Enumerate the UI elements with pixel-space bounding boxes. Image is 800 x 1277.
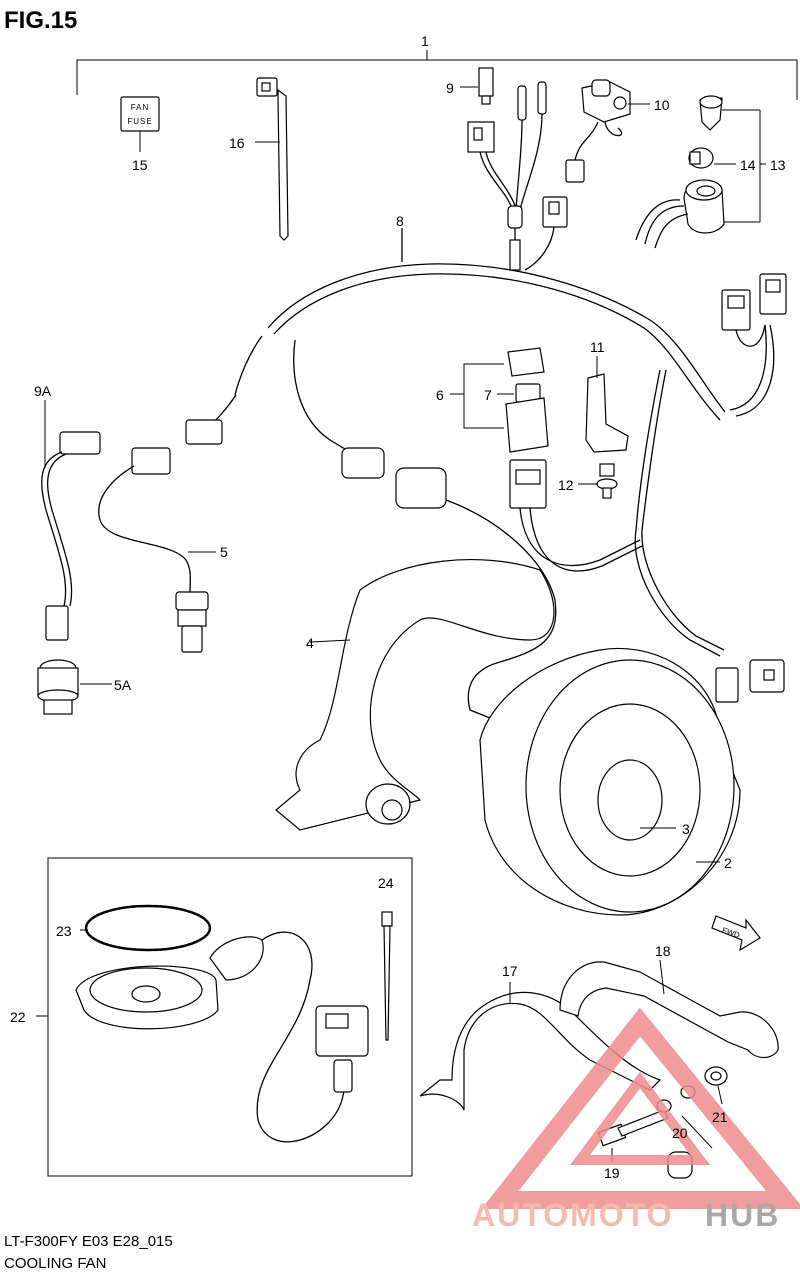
svg-text:FUSE: FUSE: [127, 117, 152, 126]
callout-5a: 5A: [114, 677, 132, 693]
callout-17: 17: [502, 963, 518, 979]
sensor-harness-9a: [41, 400, 101, 641]
callout-10: 10: [654, 97, 670, 113]
callout-13: 13: [770, 157, 786, 173]
callout-labels: 1 2 3 4 5 5A 6 7 8 9 9A 10 11 12 13 14 1…: [10, 33, 786, 1181]
harness-connectors-right: [715, 273, 787, 703]
relay-6: [450, 347, 643, 572]
footer-name: COOLING FAN: [4, 1255, 107, 1272]
callout-4: 4: [306, 635, 314, 651]
callout-6: 6: [436, 387, 444, 403]
callout-1: 1: [421, 33, 429, 49]
watermark-text-left: AUTOMOTO: [472, 1197, 673, 1233]
thermostat-kit-22: [36, 857, 413, 1177]
harness-connectors-left: [185, 419, 557, 723]
callout-21: 21: [712, 1109, 728, 1125]
svg-text:FAN: FAN: [131, 103, 150, 112]
callout-14: 14: [740, 157, 756, 173]
callout-24: 24: [378, 875, 394, 891]
callout-2: 2: [724, 855, 732, 871]
watermark: AUTOMOTO HUB: [472, 1007, 800, 1233]
callout-7: 7: [484, 387, 492, 403]
callout-20: 20: [672, 1125, 688, 1141]
thermo-switch-5: [98, 447, 216, 653]
branch-connector: [524, 196, 568, 271]
fwd-arrow: FWD: [711, 915, 761, 952]
callout-15: 15: [132, 157, 148, 173]
wiring-harness-8: [207, 228, 775, 657]
callout-5: 5: [220, 544, 228, 560]
fuse-holder-9: [460, 67, 547, 271]
fan-shroud-4: [275, 558, 555, 831]
fan-switch-10: [565, 79, 650, 183]
bulb-socket-13: [635, 95, 766, 249]
assembly-bracket-1: [76, 50, 798, 100]
cable-tie-16: [255, 77, 289, 241]
callout-12: 12: [558, 477, 574, 493]
callout-9a: 9A: [34, 383, 52, 399]
callout-9: 9: [446, 80, 454, 96]
callout-16: 16: [229, 135, 245, 151]
fan-fuse-label: FAN FUSE: [120, 96, 160, 152]
callout-3: 3: [682, 821, 690, 837]
footer-code: LT-F300FY E03 E28_015: [4, 1233, 173, 1250]
relay-bracket-11: [578, 356, 629, 499]
figure-title: FIG.15: [4, 7, 77, 34]
callout-19: 19: [604, 1165, 620, 1181]
callout-23: 23: [56, 923, 72, 939]
callout-18: 18: [655, 943, 671, 959]
callout-8: 8: [396, 213, 404, 229]
watermark-text-right: HUB: [705, 1197, 780, 1233]
thermo-switch-5a: [37, 659, 112, 715]
callout-22: 22: [10, 1009, 26, 1025]
fan-motor-2: [479, 648, 741, 916]
callout-11: 11: [590, 339, 605, 355]
